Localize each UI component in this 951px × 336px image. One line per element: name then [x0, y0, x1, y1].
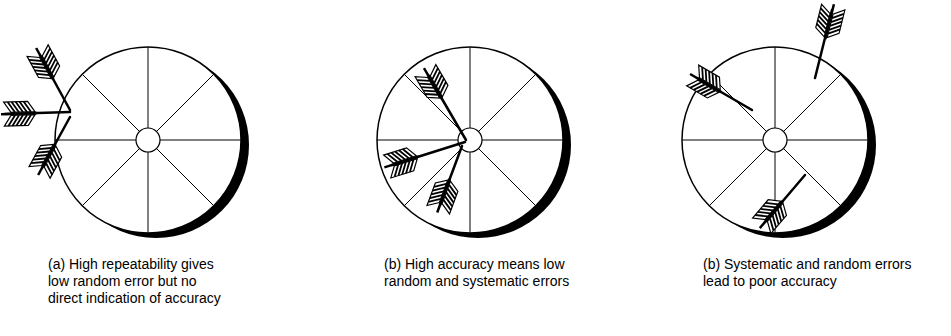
- arrow-fletching: [1, 101, 38, 126]
- arrow-fletching: [814, 1, 846, 42]
- caption-holder: (b) Systematic and random errors lead to…: [703, 256, 923, 290]
- arrow-fletching: [26, 42, 64, 85]
- arrow-fletching: [684, 64, 727, 103]
- dartboard: [682, 47, 876, 238]
- caption-text: (b) Systematic and random errors lead to…: [703, 256, 923, 290]
- arrow-fletching: [414, 62, 453, 105]
- arrow-fletching: [426, 175, 461, 217]
- arrow-fletching: [28, 138, 66, 181]
- arrow-fletching: [751, 193, 793, 236]
- caption-holder: (b) High accuracy means low random and s…: [384, 256, 579, 290]
- dartboard: [55, 47, 249, 238]
- caption-holder: (a) High repeatability gives low random …: [48, 256, 228, 307]
- caption-text: (a) High repeatability gives low random …: [48, 256, 228, 307]
- caption-text: (b) High accuracy means low random and s…: [384, 256, 579, 290]
- arrow-fletching: [381, 145, 423, 179]
- dartboard: [377, 47, 571, 238]
